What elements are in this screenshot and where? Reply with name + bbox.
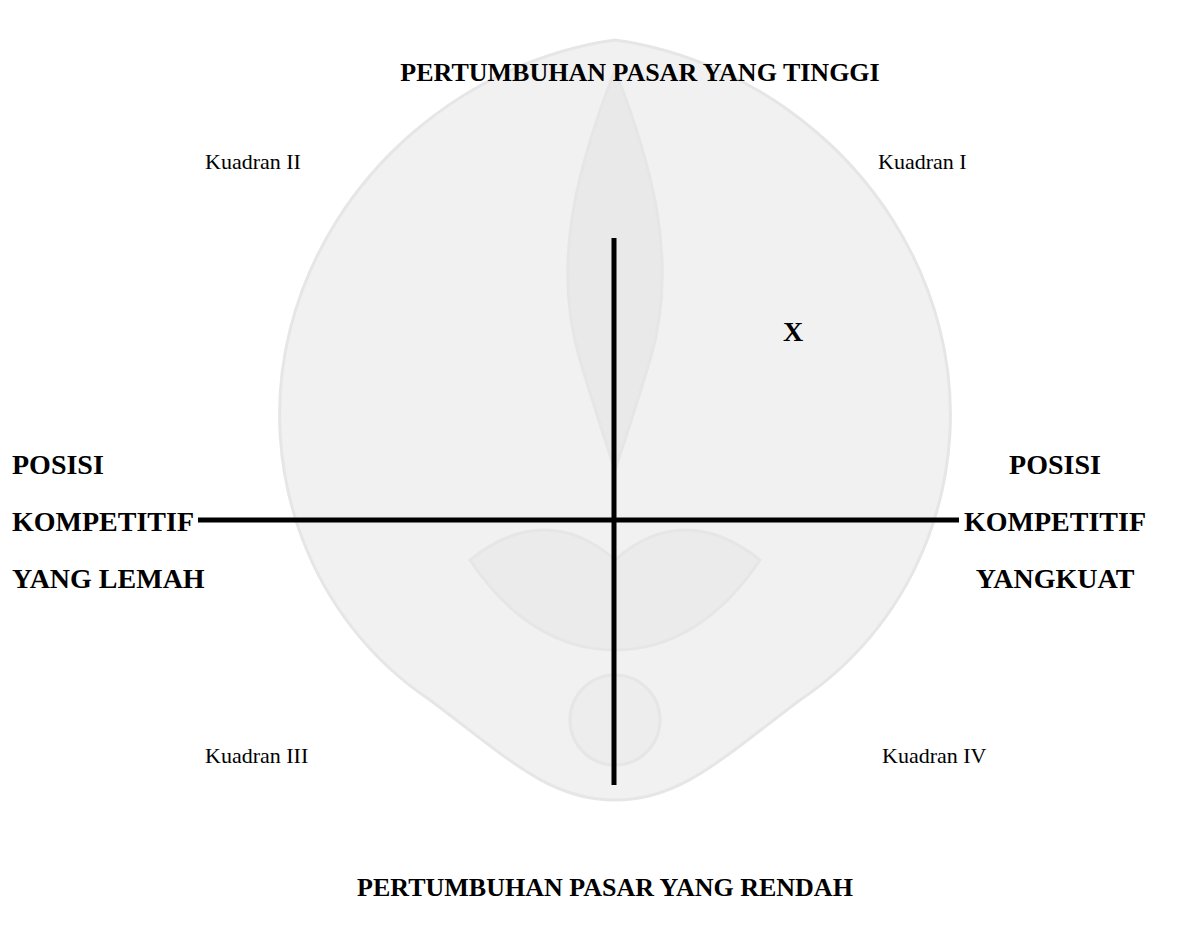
label-slot: PERTUMBUHAN PASAR YANG TINGGI: [400, 58, 879, 88]
label-slot: POSISI KOMPETITIF YANGKUAT: [950, 436, 1160, 607]
watermark: [280, 40, 951, 800]
quadrant-label: Kuadran II: [205, 149, 301, 175]
axis-label-right: POSISI KOMPETITIF YANGKUAT: [950, 436, 1160, 607]
horizontal-axis: [198, 518, 959, 523]
vertical-axis: [612, 238, 617, 785]
watermark-outline: [280, 40, 951, 800]
label-slot: Kuadran II: [205, 149, 301, 175]
quadrant-label: Kuadran III: [205, 743, 308, 769]
position-marker: X: [783, 316, 803, 348]
label-slot: Kuadran I: [878, 149, 967, 175]
axis-title-top: PERTUMBUHAN PASAR YANG TINGGI: [400, 58, 879, 88]
label-slot: POSISI KOMPETITIF YANG LEMAH: [12, 436, 222, 607]
quadrant-label: Kuadran I: [878, 149, 967, 175]
axis-title-bottom: PERTUMBUHAN PASAR YANG RENDAH: [357, 873, 853, 903]
axis-label-left: POSISI KOMPETITIF YANG LEMAH: [12, 436, 222, 607]
label-slot: X: [783, 316, 803, 348]
label-slot: PERTUMBUHAN PASAR YANG RENDAH: [357, 873, 853, 903]
label-slot: Kuadran IV: [882, 743, 986, 769]
label-slot: Kuadran III: [205, 743, 308, 769]
quadrant-label: Kuadran IV: [882, 743, 986, 769]
